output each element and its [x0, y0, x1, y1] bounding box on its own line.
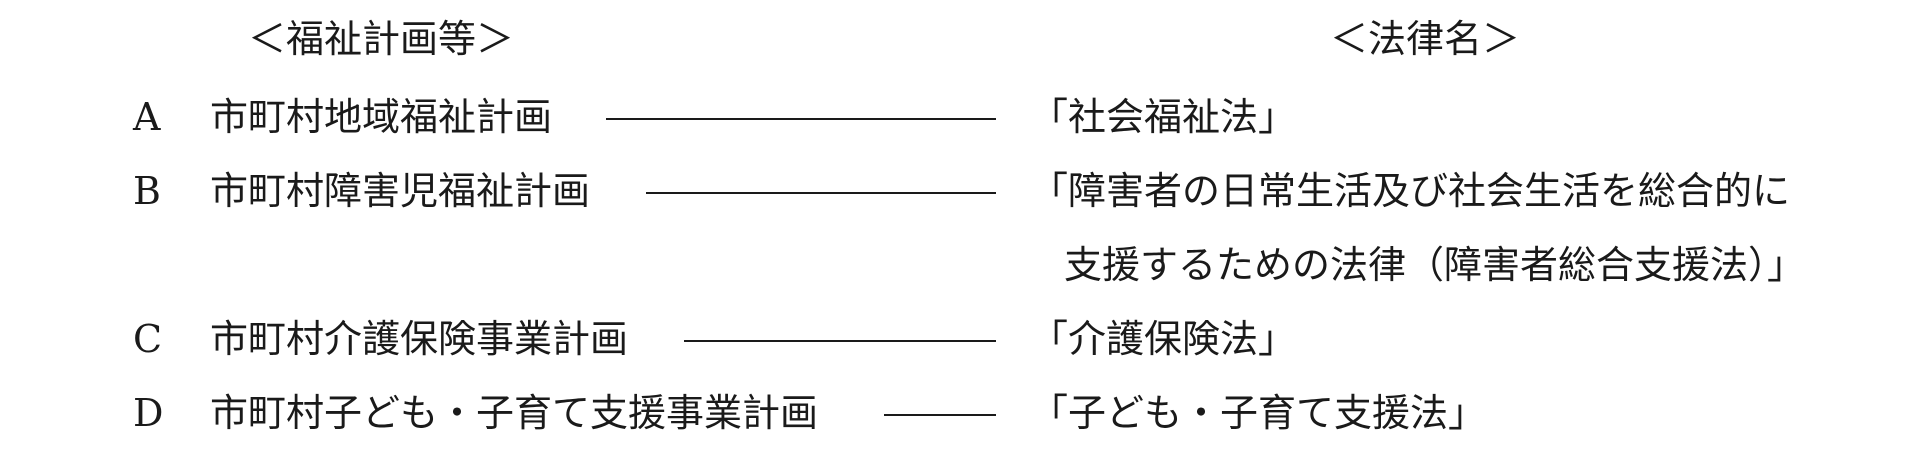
law-name-line-2: 支援するための法律（障害者総合支援法）」: [1064, 243, 1806, 287]
connector-line: [646, 192, 996, 194]
row-letter: D: [133, 391, 164, 435]
law-name: 「社会福祉法」: [1030, 95, 1297, 139]
plans-column-header: ＜福祉計画等＞: [248, 17, 515, 61]
row-letter: A: [133, 95, 161, 139]
law-name-line-1: 「障害者の日常生活及び社会生活を総合的に: [1030, 169, 1791, 213]
row-letter: B: [133, 169, 161, 213]
connector-line: [606, 118, 996, 120]
law-name: 「子ども・子育て支援法」: [1030, 391, 1487, 435]
law-name: 「介護保険法」: [1030, 317, 1297, 361]
connector-line: [684, 340, 996, 342]
plan-name: 市町村地域福祉計画: [210, 95, 553, 139]
laws-column-header: ＜法律名＞: [1330, 17, 1521, 61]
plan-name: 市町村障害児福祉計画: [210, 169, 591, 213]
plan-name: 市町村介護保険事業計画: [210, 317, 629, 361]
row-letter: C: [133, 317, 163, 361]
plan-name: 市町村子ども・子育て支援事業計画: [210, 391, 819, 435]
connector-line: [884, 414, 996, 416]
